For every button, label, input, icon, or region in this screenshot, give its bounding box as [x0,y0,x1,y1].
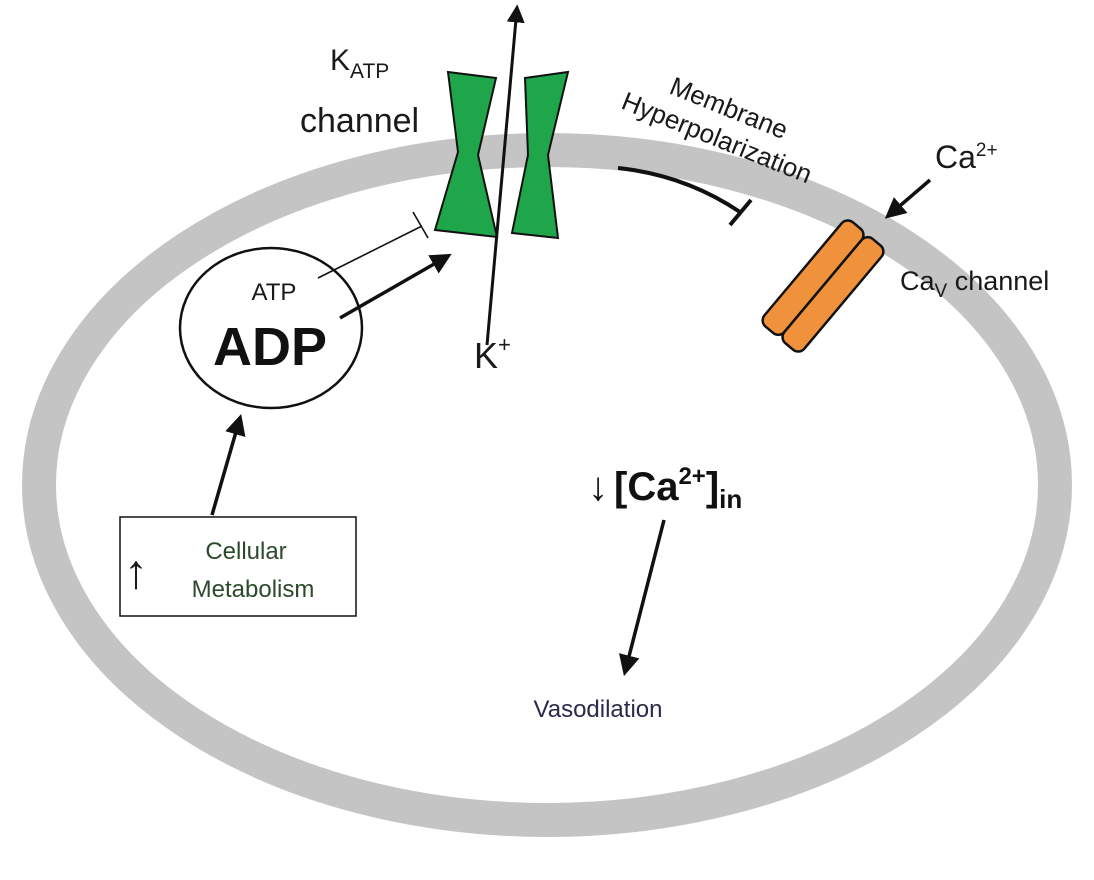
ca-entry-arrow [884,178,932,219]
atp-inhibition-arrow [317,211,429,279]
metabolism-to-adp-arrow [210,413,246,516]
adp-circle [178,246,364,410]
k-ion-label: K+ [474,332,511,376]
metabolism-box [119,516,357,617]
katp-subunit-right [510,70,570,240]
k-efflux-arrow [485,4,525,346]
katp-channel [433,70,570,240]
metabolism-up-arrow: ↑ [124,546,148,599]
cav-subunit-right [781,235,885,353]
cav-channel [761,219,885,353]
vasodilation-label: Vasodilation [534,696,663,723]
hyperpolarization-inhibition-arrow [617,166,753,227]
metabolism-line2: Metabolism [192,576,315,603]
katp-channel-word: channel [300,102,419,140]
calcium-to-vasodilation-arrow [619,519,666,677]
metabolism-line1: Cellular [205,538,286,565]
adp-label: ADP [213,317,327,377]
cav-label: CaV channel [900,266,1049,302]
katp-label: KATP [330,44,389,83]
intracellular-calcium-label: ↓[Ca2+]in [588,463,742,514]
adp-activation-arrow [339,253,452,320]
ca-extracellular-label: Ca2+ [935,139,998,175]
atp-label: ATP [252,279,297,306]
